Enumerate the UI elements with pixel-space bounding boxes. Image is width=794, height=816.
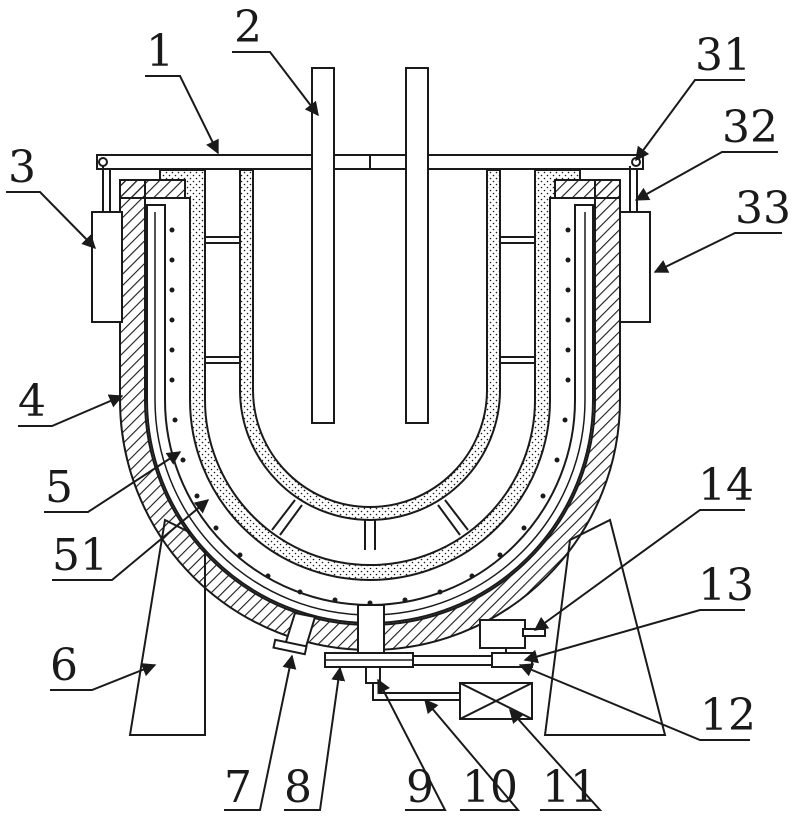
label-2: 2 bbox=[234, 2, 262, 53]
heating-jacket bbox=[147, 205, 593, 623]
label-4: 4 bbox=[18, 376, 46, 427]
stirring-rods bbox=[312, 68, 428, 423]
label-51: 51 bbox=[52, 530, 108, 581]
label-8: 8 bbox=[284, 762, 312, 813]
label-9: 9 bbox=[406, 762, 434, 813]
label-3: 3 bbox=[8, 142, 36, 193]
label-31: 31 bbox=[695, 30, 751, 81]
label-7: 7 bbox=[224, 762, 252, 813]
lid bbox=[97, 155, 643, 169]
label-11: 11 bbox=[542, 762, 598, 813]
label-1: 1 bbox=[146, 26, 174, 77]
label-32: 32 bbox=[722, 102, 778, 153]
label-14: 14 bbox=[698, 460, 754, 511]
label-33: 33 bbox=[735, 183, 791, 234]
label-13: 13 bbox=[698, 560, 754, 611]
label-12: 12 bbox=[700, 690, 756, 741]
label-10: 10 bbox=[462, 762, 518, 813]
label-5: 5 bbox=[45, 462, 73, 513]
label-6: 6 bbox=[50, 640, 78, 691]
inner-vessel bbox=[205, 170, 535, 550]
